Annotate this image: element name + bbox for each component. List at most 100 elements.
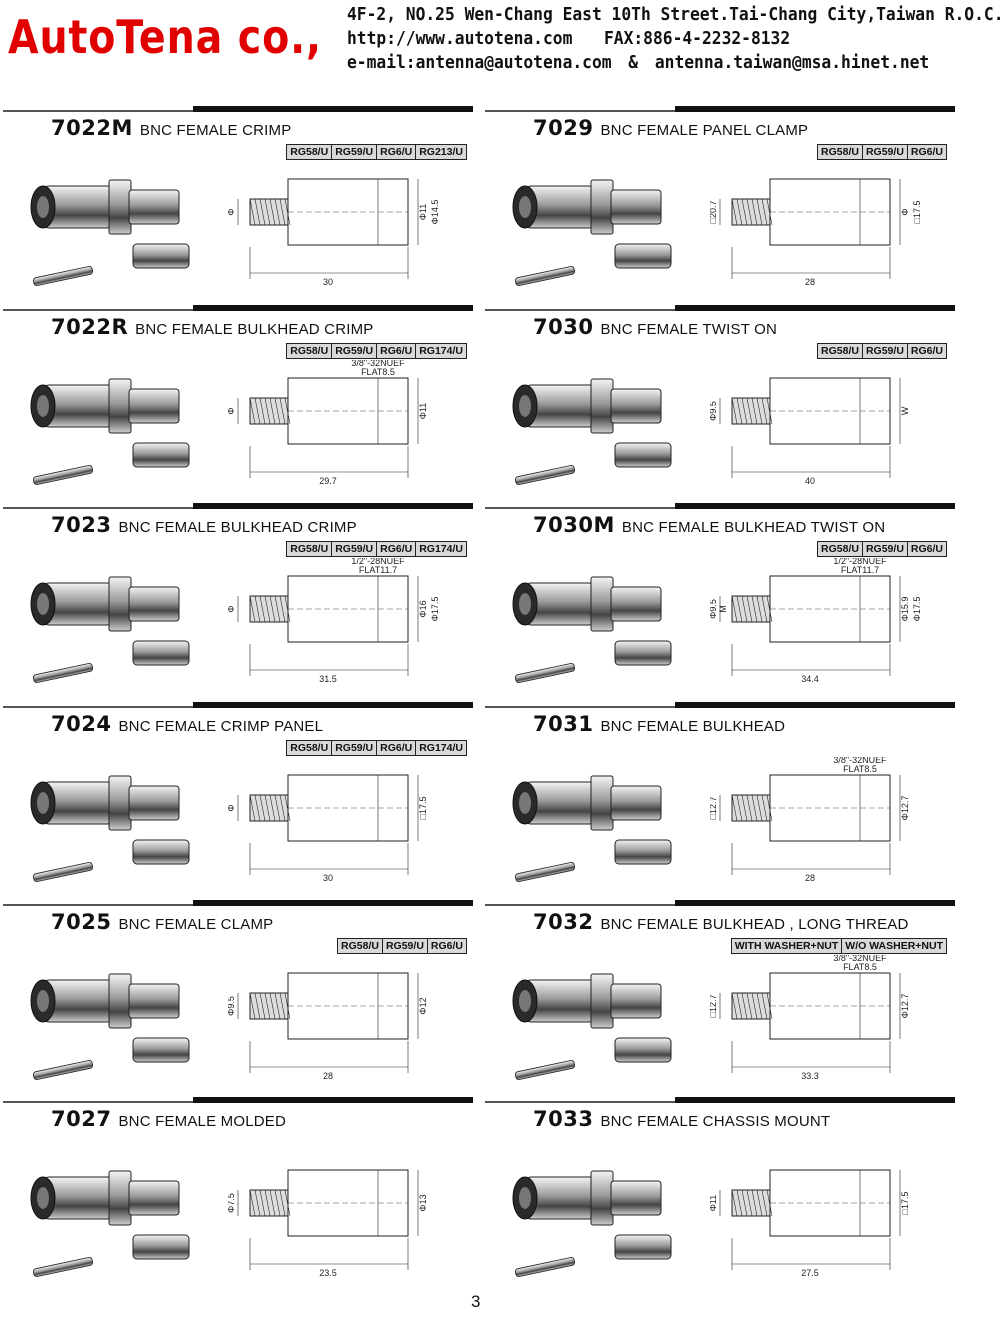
ferrule	[614, 1234, 672, 1260]
dim-length: 40	[805, 476, 815, 486]
cable-type: RG213/U	[415, 145, 466, 159]
connector-photo-group	[512, 576, 672, 683]
dim-diameter-1: Φ16	[418, 600, 428, 617]
cable-type: RG6/U	[376, 542, 415, 556]
email-link-1[interactable]: antenna@autotena.com	[415, 53, 612, 73]
product-name: BNC FEMALE PANEL CLAMP	[600, 122, 809, 139]
connector-photo	[512, 973, 672, 1080]
dim-diameter-entry: Φ9.5	[710, 599, 718, 619]
connector-pin-hole	[519, 196, 531, 218]
connector-photo-group	[512, 1170, 672, 1277]
connector-crimp-tube	[610, 983, 662, 1019]
dim-diameter-1: □17.5	[418, 797, 428, 820]
connector-nut	[590, 179, 614, 235]
page-number: 3	[471, 1292, 481, 1311]
connector-crimp-tube	[610, 388, 662, 424]
dim-diameter-2: □17.5	[912, 201, 922, 224]
fax-number: FAX:886-4-2232-8132	[603, 29, 791, 49]
address: 4F-2, NO.25 Wen-Chang East 10Th Street.T…	[347, 5, 1000, 25]
cable-type: W/O WASHER+NUT	[841, 939, 946, 953]
center-pin	[514, 465, 576, 485]
section-rule-bold	[193, 1097, 473, 1103]
product-name: BNC FEMALE CHASSIS MOUNT	[600, 1113, 831, 1130]
dim-length: 28	[805, 277, 815, 287]
connector-pin-hole	[519, 990, 531, 1012]
center-pin	[32, 862, 94, 882]
contact-info: 4F-2, NO.25 Wen-Chang East 10Th Street.T…	[347, 3, 1000, 75]
dimension-drawing-group	[719, 1169, 901, 1270]
ferrule	[132, 1234, 190, 1260]
cable-type: RG59/U	[331, 145, 376, 159]
connector-photo	[512, 576, 672, 683]
section-rule-bold	[193, 702, 473, 708]
dimension-drawing-group	[237, 972, 419, 1073]
connector-photo	[30, 576, 190, 683]
product-code: 7033	[533, 1107, 594, 1131]
dim-diameter-entry: Φ11	[710, 1195, 718, 1212]
section-rule-bold	[675, 503, 955, 509]
center-pin	[32, 266, 94, 286]
connector-photo	[30, 1170, 190, 1277]
dim-diameter-1: □17.5	[900, 1192, 910, 1215]
cable-type: RG59/U	[331, 741, 376, 755]
product-name: BNC FEMALE BULKHEAD TWIST ON	[621, 519, 886, 536]
dim-diameter-2: Φ17.5	[912, 597, 922, 622]
dim-diameter-1: Φ12	[418, 997, 428, 1014]
product-name: BNC FEMALE CRIMP PANEL	[118, 718, 324, 735]
center-pin	[32, 1257, 94, 1277]
dimension-drawing-group	[719, 774, 901, 875]
ferrule	[614, 243, 672, 269]
ferrule	[614, 640, 672, 666]
dim-length: 28	[805, 873, 815, 883]
website-link[interactable]: http://www.autotena.com	[347, 29, 573, 49]
connector-nut	[108, 1170, 132, 1226]
connector-nut	[108, 179, 132, 235]
connector-nut	[108, 576, 132, 632]
center-pin	[514, 663, 576, 683]
section-rule-bold	[675, 702, 955, 708]
email-link-2[interactable]: antenna.taiwan@msa.hinet.net	[654, 53, 930, 73]
connector-crimp-tube	[128, 983, 180, 1019]
connector-photo	[512, 1170, 672, 1277]
cable-type: RG174/U	[415, 741, 466, 755]
dimension-drawing: 30□17.5Φ	[228, 774, 428, 883]
section-rule-bold	[675, 106, 955, 112]
dim-thread: 1/2"-28NUEF	[351, 558, 405, 566]
dim-diameter-1: Φ15.9	[900, 597, 910, 622]
product-name: BNC FEMALE BULKHEAD , LONG THREAD	[600, 916, 909, 933]
connector-photo-group	[30, 1170, 190, 1277]
center-pin	[32, 1060, 94, 1080]
dim-length: 30	[323, 873, 333, 883]
ampersand: &	[628, 53, 639, 73]
connector-pin-hole	[37, 196, 49, 218]
connector-photo-group	[512, 973, 672, 1080]
dim-length: 31.5	[319, 674, 337, 684]
cable-type: RG58/U	[821, 345, 859, 357]
cable-type: RG6/U	[376, 344, 415, 358]
dim-length: 34.4	[801, 674, 819, 684]
cable-type: RG6/U	[376, 145, 415, 159]
dimension-drawing-group	[719, 377, 901, 478]
cable-type: RG59/U	[861, 542, 907, 556]
cable-type: RG6/U	[906, 344, 946, 358]
dim-thread: 3/8"-32NUEF	[351, 360, 405, 368]
connector-pin-hole	[519, 593, 531, 615]
dimension-drawing: 28Φ□17.5□20.7	[710, 178, 922, 287]
section-rule-bold	[675, 900, 955, 906]
cable-type: RG59/U	[331, 344, 376, 358]
